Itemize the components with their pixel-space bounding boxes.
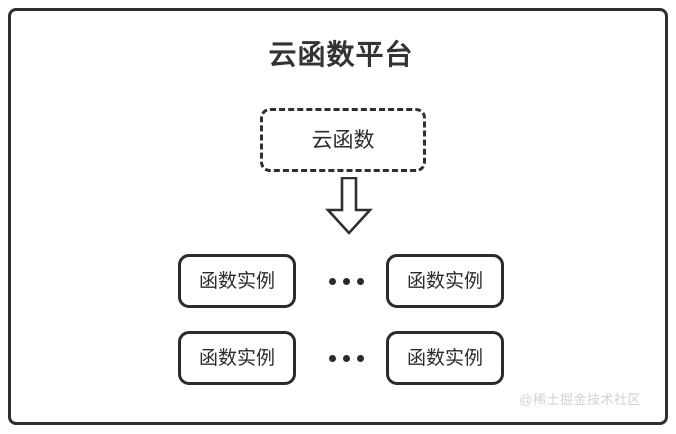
function-instance-label: 函数实例 <box>198 270 275 292</box>
function-instance-label: 函数实例 <box>198 347 275 369</box>
ellipsis-dot <box>328 354 336 362</box>
ellipsis-dot <box>328 277 336 285</box>
ellipsis-indicator <box>316 331 376 385</box>
instance-row: 函数实例 函数实例 <box>11 254 671 308</box>
down-block-arrow-icon <box>325 177 373 235</box>
ellipsis-dot <box>356 354 364 362</box>
page-title: 云函数平台 <box>268 39 414 70</box>
ellipsis-dot <box>342 354 350 362</box>
instance-row: 函数实例 函数实例 <box>11 331 671 385</box>
ellipsis-indicator <box>316 254 376 308</box>
cloud-function-label: 云函数 <box>311 128 375 152</box>
function-instance-box: 函数实例 <box>386 254 504 308</box>
cloud-function-node: 云函数 <box>260 108 426 172</box>
function-instance-label: 函数实例 <box>406 270 483 292</box>
watermark: @稀土掘金技术社区 <box>519 392 641 407</box>
ellipsis-dot <box>356 277 364 285</box>
function-instance-box: 函数实例 <box>386 331 504 385</box>
function-instance-box: 函数实例 <box>178 331 296 385</box>
ellipsis-dot <box>342 277 350 285</box>
cloud-function-platform-frame: 云函数平台 云函数 函数实例 函数实例 函数实例 函数实例 @稀土掘 <box>8 8 668 425</box>
function-instance-box: 函数实例 <box>178 254 296 308</box>
function-instance-label: 函数实例 <box>406 347 483 369</box>
